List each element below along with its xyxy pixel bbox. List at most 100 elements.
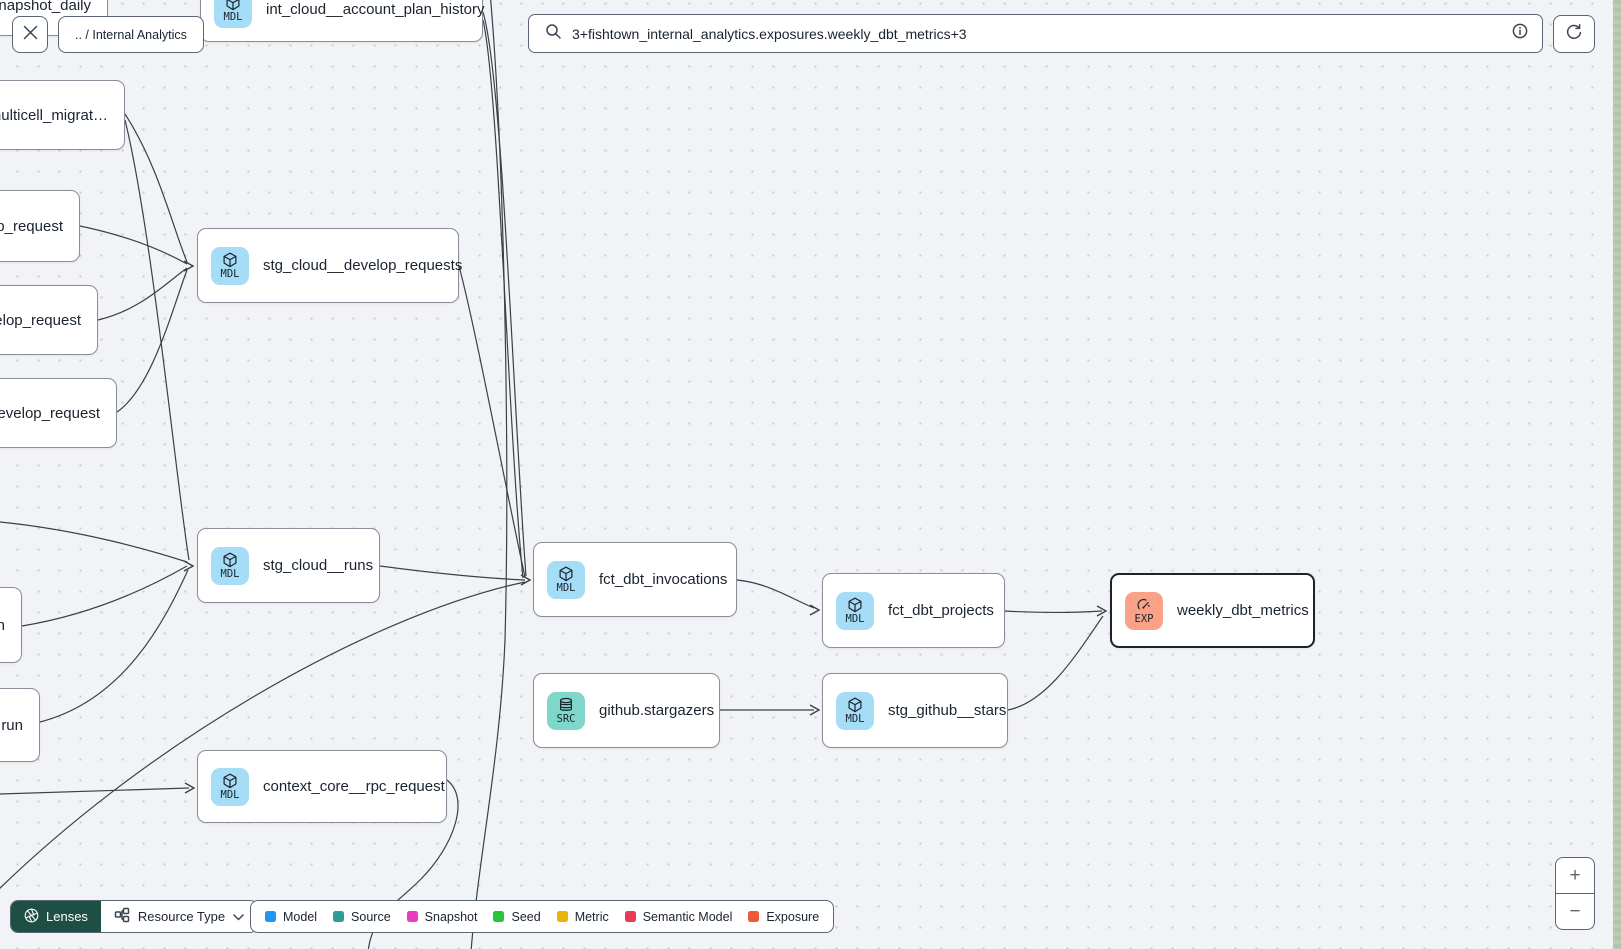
lineage-edge [124,119,190,561]
lineage-edge [124,113,188,263]
node-label: stg_cloud__runs [263,557,374,574]
close-icon [23,25,38,45]
lineage-edge [116,269,188,413]
model-cube-icon [559,566,573,581]
legend-swatch [406,911,418,922]
node-label: p_request [0,217,63,235]
zoom-out-button[interactable]: − [1569,901,1581,922]
badge-label: MDL [556,581,576,594]
edge-arrowhead-icon [184,782,196,794]
edge-arrowhead-icon [183,260,195,272]
model-cube-icon [223,773,237,788]
lineage-edge [0,521,188,563]
lineage-edge [21,565,188,627]
resource-type-icon [114,907,130,926]
badge-label: MDL [845,612,865,625]
legend-item-metric: Metric [556,910,609,924]
resource-type-label: Resource Type [137,909,226,924]
node-velop_request[interactable]: velop_request [0,285,98,355]
model-cube-icon [848,697,862,712]
lineage-edge [470,0,508,949]
model-cube-icon [226,0,240,11]
badge-label: SRC [556,712,576,725]
legend-label: Source [351,909,391,924]
zoom-controls: + − [1555,857,1595,930]
legend-label: Semantic Model [642,909,733,924]
exposure-gauge-icon [1137,598,1150,609]
legend-item-semantic-model: Semantic Model [624,909,733,924]
close-button[interactable] [12,16,48,53]
chevron-down-icon [233,909,244,924]
legend-label: Exposure [766,909,820,924]
node-n_cut[interactable]: n [0,587,22,663]
lineage-edge [1004,610,1103,614]
refresh-button[interactable] [1553,15,1595,53]
model-badge: MDL [214,0,252,28]
breadcrumb[interactable]: .. / Internal Analytics [58,16,204,53]
search-input[interactable] [572,25,1512,42]
badge-label: MDL [223,11,243,23]
legend-label: Model [283,909,318,924]
node-weekly_dbt_metrics[interactable]: EXP weekly_dbt_metrics [1110,573,1315,648]
node-run_cut[interactable]: run [0,688,40,762]
node-stg_cloud__develop_requests[interactable]: MDL stg_cloud__develop_requests [197,228,463,303]
lineage-edge [1007,615,1104,711]
zoom-in-button[interactable]: + [1556,858,1594,894]
search-bar [528,14,1543,53]
node-p_request[interactable]: p_request [0,190,80,262]
lineage-edge [39,569,189,723]
breadcrumb-label: .. / Internal Analytics [75,27,187,42]
node-stg_github__stars[interactable]: MDL stg_github__stars [822,673,1008,748]
model-badge: MDL [547,560,585,599]
refresh-icon [1565,23,1583,46]
model-badge: MDL [836,691,874,730]
legend-item-source: Source [333,910,391,924]
resource-type-dropdown[interactable]: Resource Type [100,901,258,932]
legend-swatch [556,911,568,922]
badge-label: MDL [220,788,240,801]
node-stg_cloud__runs[interactable]: MDL stg_cloud__runs [197,528,380,603]
model-badge: MDL [211,546,249,585]
source-badge: SRC [547,691,585,730]
lenses-button[interactable]: Lenses [11,901,101,932]
model-cube-icon [223,252,237,267]
legend-item-model: Model [265,910,317,924]
exposure-badge: EXP [1125,591,1163,630]
node-develop_request[interactable]: develop_request [0,378,117,448]
node-label: snapshot_daily [0,0,91,14]
node-multicell_migrat[interactable]: multicell_migrat… [0,80,125,150]
legend-swatch [624,911,636,922]
node-label: velop_request [0,311,81,329]
node-label: weekly_dbt_metrics [1177,602,1309,619]
lineage-edge [482,19,524,579]
model-badge: MDL [211,767,249,806]
node-label: stg_cloud__develop_requests [263,257,463,274]
source-database-icon [559,697,573,711]
model-cube-icon [848,597,862,612]
lineage-edge [379,565,526,581]
legend-label: Snapshot [424,909,478,924]
edge-arrowhead-icon [809,704,821,716]
node-label: run [1,716,23,734]
badge-label: MDL [220,267,240,280]
edge-arrowhead-icon [183,560,195,572]
node-label: stg_github__stars [888,702,1007,719]
edge-arrowhead-icon [1096,605,1108,617]
badge-label: MDL [845,712,865,725]
lineage-edge [482,11,527,577]
window-edge-strip [1613,0,1621,949]
lineage-edge [0,581,526,889]
legend-item-snapshot: Snapshot [406,909,478,924]
legend-item-exposure: Exposure [748,910,819,924]
info-icon[interactable] [1512,23,1528,44]
lineage-edge [0,787,190,795]
node-label: develop_request [0,404,100,422]
